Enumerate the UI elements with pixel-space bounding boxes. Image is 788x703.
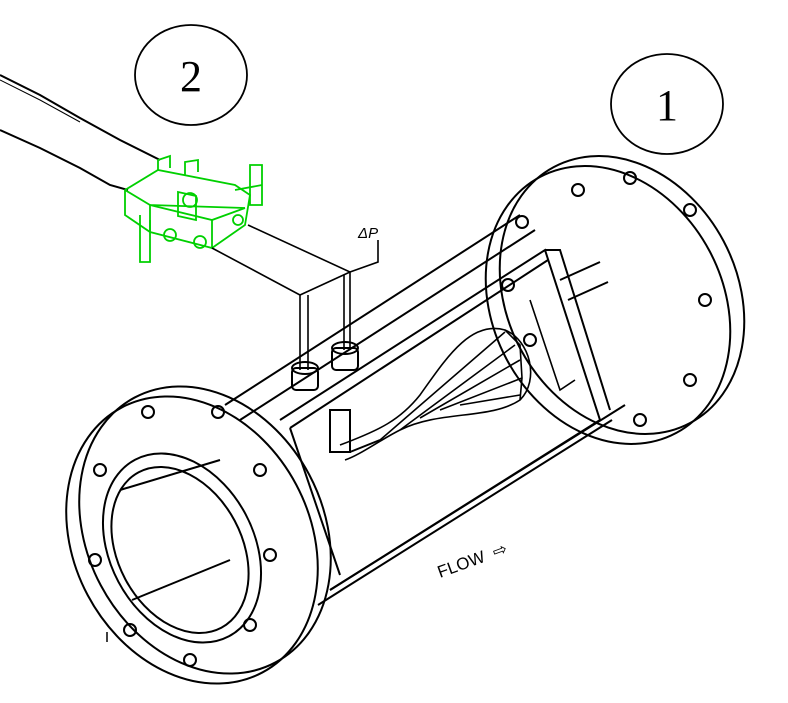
- signal-cable: [0, 74, 161, 191]
- callout-2: 2: [134, 24, 248, 126]
- inlet-flange: [65, 385, 332, 685]
- flow-label: FLOW: [435, 547, 488, 582]
- valve-manifold: [124, 154, 263, 263]
- callout-1: 1: [610, 53, 724, 155]
- outlet-flange: [484, 155, 746, 445]
- delta-p-label: ΔP: [357, 225, 378, 242]
- pressure-ports: [291, 341, 381, 453]
- cone-element: [339, 299, 576, 461]
- callout-1-label: 1: [656, 81, 678, 130]
- meter-body: [224, 214, 626, 606]
- flow-arrow-icon: ⇨: [490, 539, 510, 562]
- callout-2-label: 2: [180, 52, 202, 101]
- flow-indicator: FLOW ⇨: [435, 539, 510, 582]
